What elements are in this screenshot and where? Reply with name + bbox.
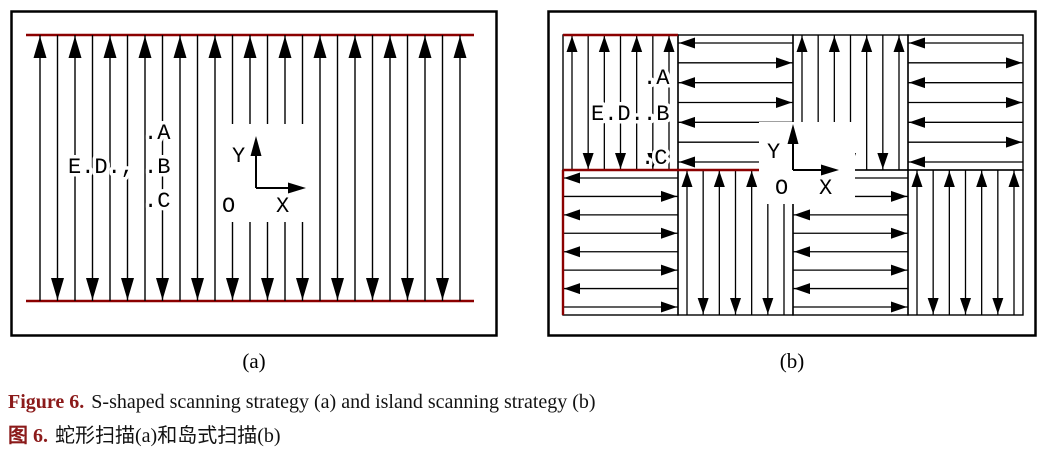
panel-a-sublabel: (a)	[242, 349, 266, 373]
origin-label: O	[222, 194, 235, 219]
origin-label: O	[775, 176, 788, 201]
panel-b-canvas: Y O X .A E.D. .B .C	[547, 10, 1037, 337]
energy-density-label: E.D.,	[68, 155, 134, 180]
axes-backdrop	[759, 122, 855, 204]
y-axis-arrow-icon	[787, 124, 799, 144]
panel-b-axes: Y O X	[759, 122, 855, 205]
energy-density-label: E.D.	[591, 102, 644, 127]
panel-b-sublabel: (b)	[779, 349, 805, 373]
panel-b-border	[547, 10, 1037, 337]
panel-b-island-scan: Y O X .A E.D. .B .C	[547, 10, 1037, 337]
y-axis-label: Y	[767, 140, 780, 165]
y-axis-arrow-icon	[250, 136, 262, 156]
point-b-label: .B	[144, 155, 170, 180]
point-b-label: .B	[643, 102, 669, 127]
x-axis-arrow-icon	[821, 164, 839, 176]
panel-b-point-labels: .A E.D. .B .C	[588, 63, 674, 175]
point-a-label: .A	[144, 121, 171, 146]
figure-number-zh: 图 6.	[8, 425, 48, 447]
figure-caption-zh-text: 蛇形扫描(a)和岛式扫描(b)	[55, 425, 281, 447]
panel-a-point-labels: E.D., .A .B .C	[65, 118, 175, 218]
point-a-label: .A	[643, 66, 670, 91]
panel-a-scanlines	[26, 33, 474, 303]
y-axis-label: Y	[232, 144, 245, 169]
x-axis-arrow-icon	[288, 182, 306, 194]
point-c-label: .C	[144, 189, 170, 214]
panel-a-axes: Y O X	[216, 124, 318, 223]
figure-caption-english: Figure 6. S-shaped scanning strategy (a) …	[8, 391, 596, 414]
figure-caption-en-text: S-shaped scanning strategy (a) and islan…	[91, 391, 596, 413]
panel-b-islands	[561, 33, 1024, 316]
x-axis-label: X	[276, 194, 289, 219]
point-c-label: .C	[641, 146, 667, 171]
figure-caption-chinese: 图 6. 蛇形扫描(a)和岛式扫描(b)	[8, 419, 281, 448]
panel-a-canvas: Y O X E.D., .A .B .C	[10, 10, 498, 337]
panel-a-border	[10, 10, 498, 337]
x-axis-label: X	[819, 176, 832, 201]
figure-number-en: Figure 6.	[8, 391, 85, 413]
panel-a-s-shaped-scan: Y O X E.D., .A .B .C	[10, 10, 498, 337]
axes-backdrop	[216, 124, 318, 222]
